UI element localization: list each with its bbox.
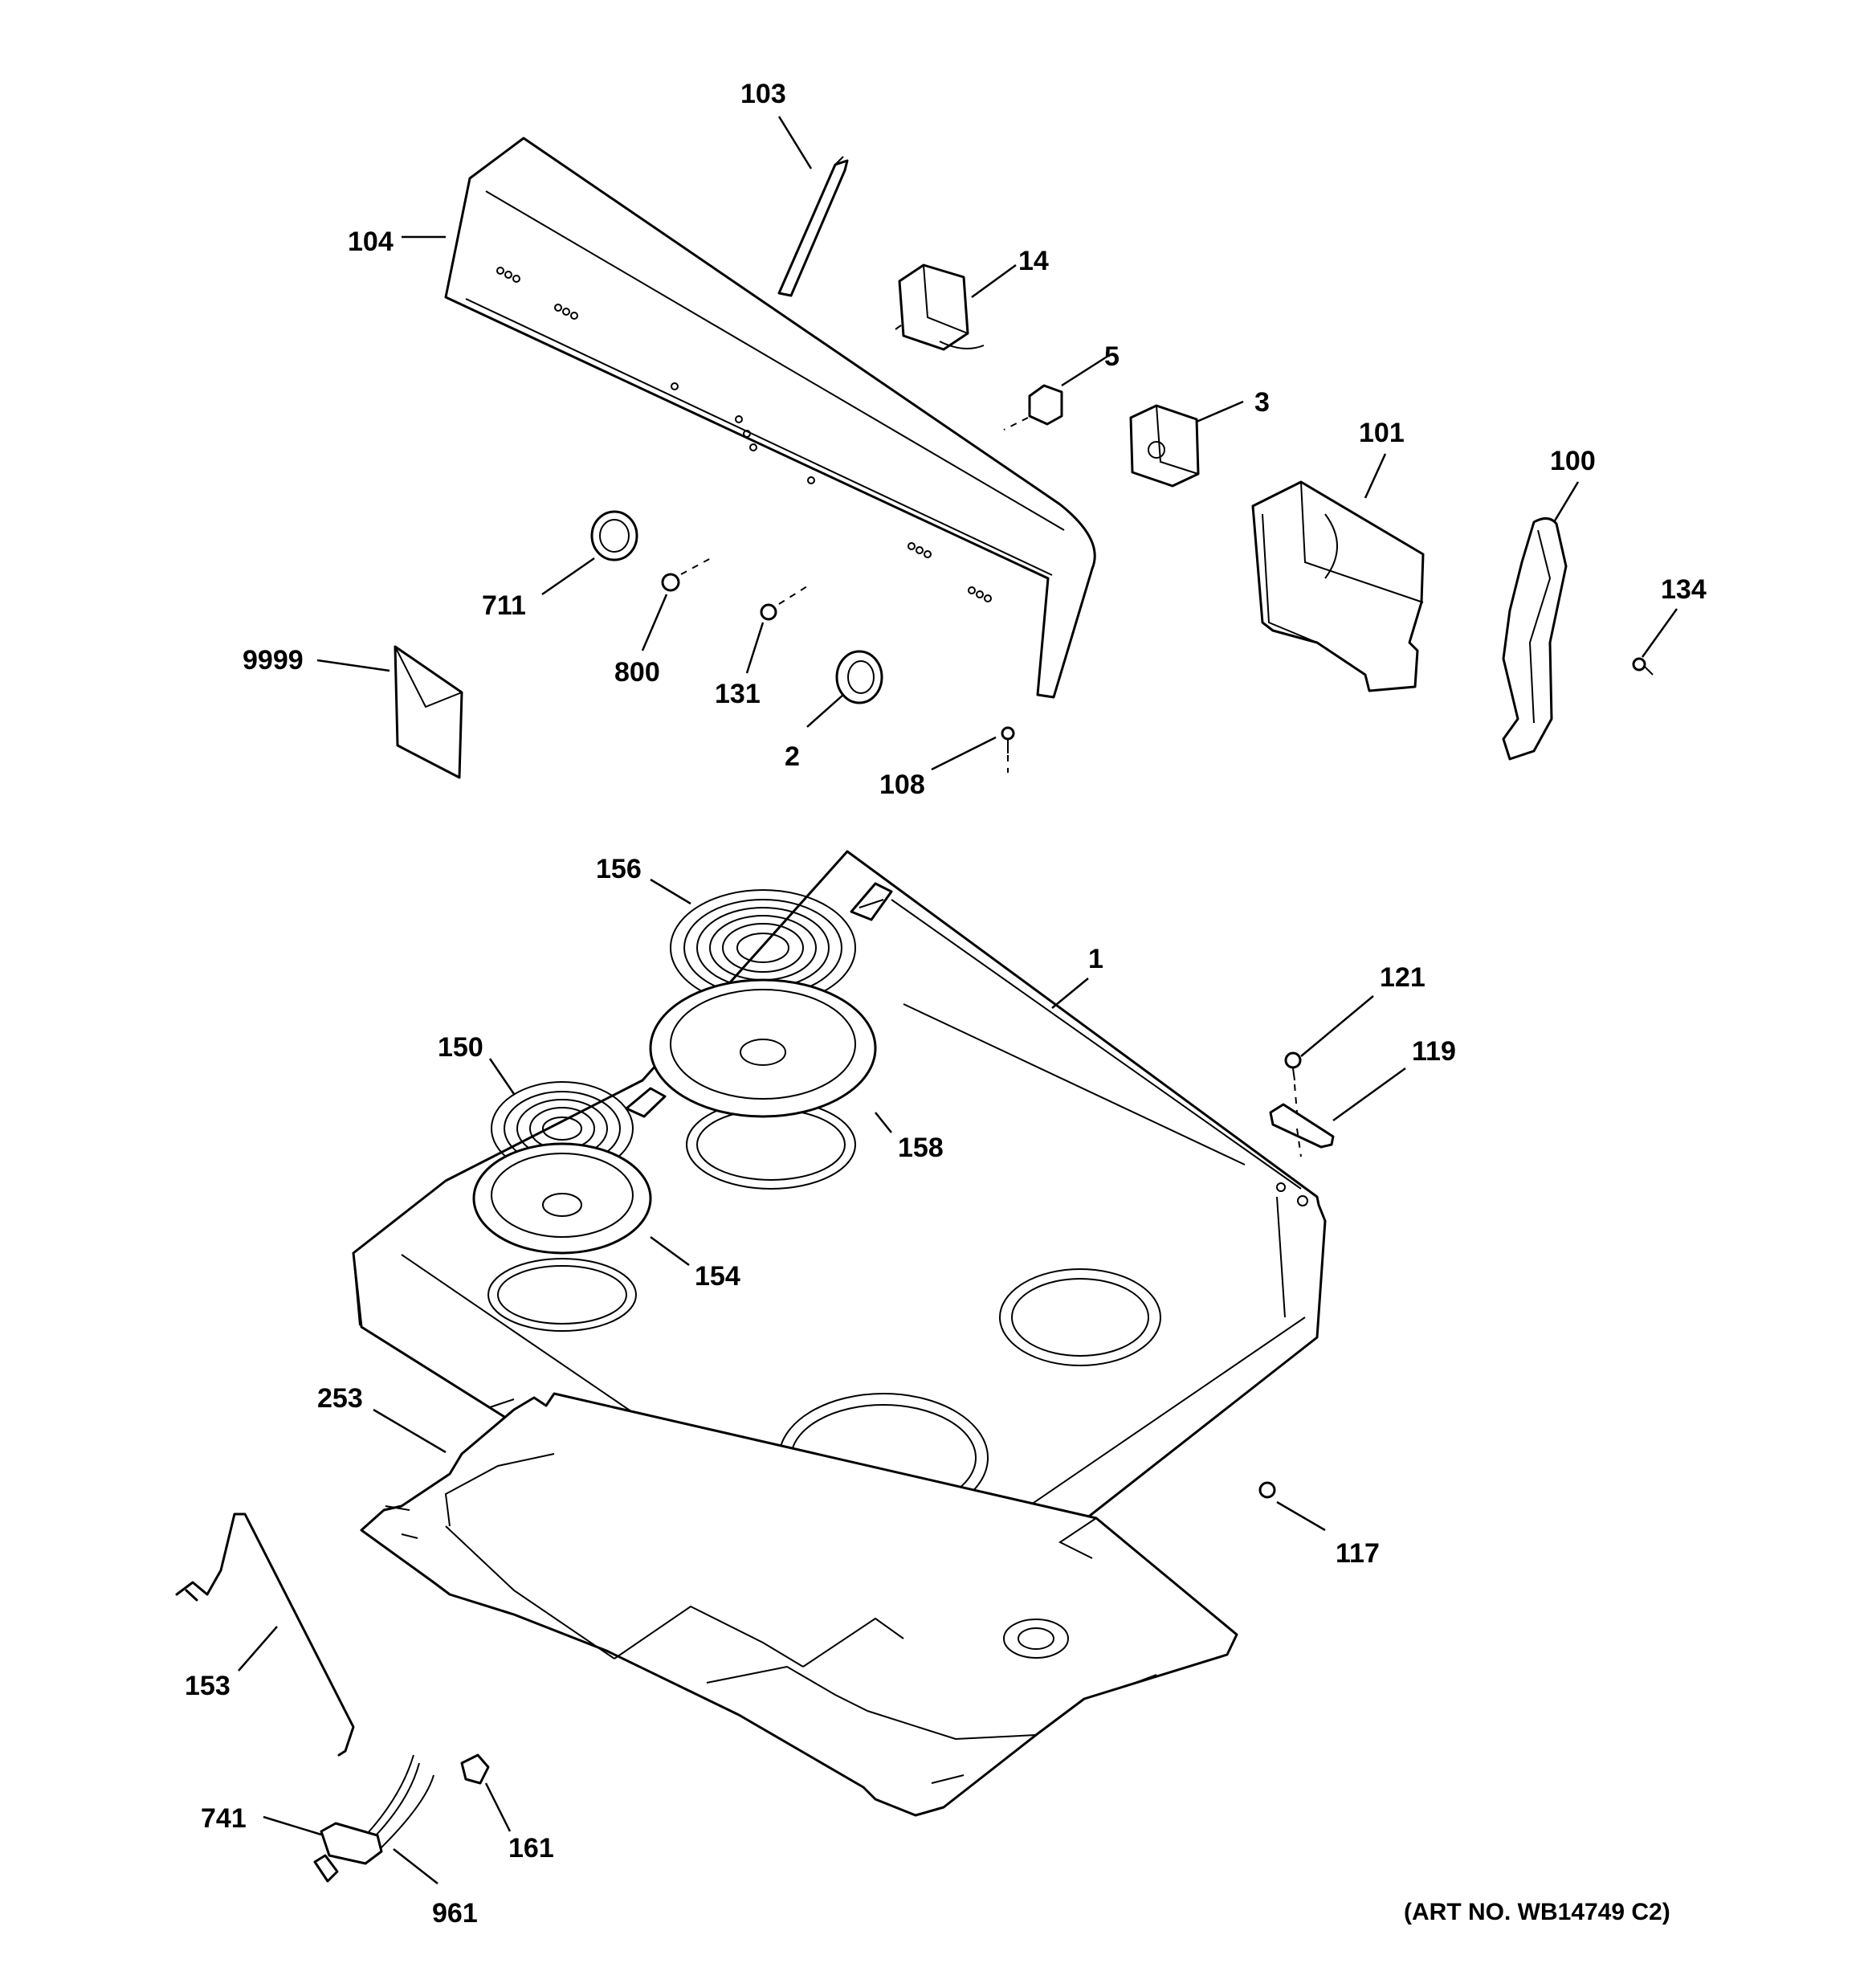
owners-manual-envelope: [394, 645, 463, 779]
nut-117: [1258, 1481, 1276, 1499]
indicator-lens: [760, 586, 808, 621]
callout-5: 5: [1104, 341, 1120, 372]
callout-1: 1: [1088, 944, 1103, 974]
callout-104: 104: [348, 227, 394, 257]
burner-box: [360, 1392, 1238, 1817]
callout-741: 741: [201, 1803, 247, 1834]
art-number: (ART NO. WB14749 C2): [1404, 1899, 1670, 1925]
callout-161: 161: [508, 1833, 554, 1863]
callout-101: 101: [1359, 418, 1405, 448]
side-trim: [1502, 517, 1568, 761]
indicator-light: [1003, 384, 1063, 431]
leader-lines: [238, 116, 1678, 1884]
callout-134: 134: [1661, 574, 1707, 605]
support-bracket: [777, 156, 849, 297]
oven-switch: [1129, 404, 1200, 488]
drip-pan-small: [472, 1142, 652, 1255]
screw-121: [1284, 1051, 1302, 1113]
callout-14: 14: [1018, 246, 1049, 276]
callout-153: 153: [185, 1671, 230, 1701]
wire-rod: [175, 1512, 355, 1757]
switch-mounting-bracket: [1251, 480, 1425, 692]
callout-711: 711: [482, 590, 526, 621]
hinge-bracket: [1269, 1103, 1335, 1157]
backguard-panel: [444, 137, 1096, 699]
callout-158: 158: [898, 1133, 944, 1163]
callout-154: 154: [695, 1261, 740, 1292]
callout-253: 253: [317, 1383, 363, 1414]
callout-131: 131: [715, 679, 761, 709]
callout-121: 121: [1380, 962, 1425, 993]
drip-pan-large: [649, 978, 877, 1118]
terminal-block: [313, 1754, 434, 1883]
callout-800: 800: [614, 657, 660, 688]
control-knob-711: [590, 510, 638, 561]
callout-2: 2: [785, 741, 800, 772]
callout-3: 3: [1254, 387, 1270, 418]
screw-134: [1632, 657, 1654, 676]
callout-156: 156: [596, 854, 642, 884]
infinite-switch: [895, 263, 985, 351]
callout-108: 108: [879, 769, 925, 800]
callout-150: 150: [438, 1032, 483, 1063]
callout-117: 117: [1336, 1538, 1380, 1569]
screw-108: [1001, 726, 1015, 773]
control-knob-2: [835, 650, 883, 704]
knob-clip: [661, 557, 712, 592]
grommet-161: [460, 1753, 490, 1785]
callout-103: 103: [740, 79, 786, 109]
callout-100: 100: [1550, 446, 1596, 476]
callout-labels: 103 104 14 5 3 101 100 134 711 800 131 2…: [185, 79, 1707, 1929]
callout-119: 119: [1412, 1036, 1456, 1067]
callout-961: 961: [432, 1898, 478, 1929]
callout-9999: 9999: [243, 645, 304, 676]
